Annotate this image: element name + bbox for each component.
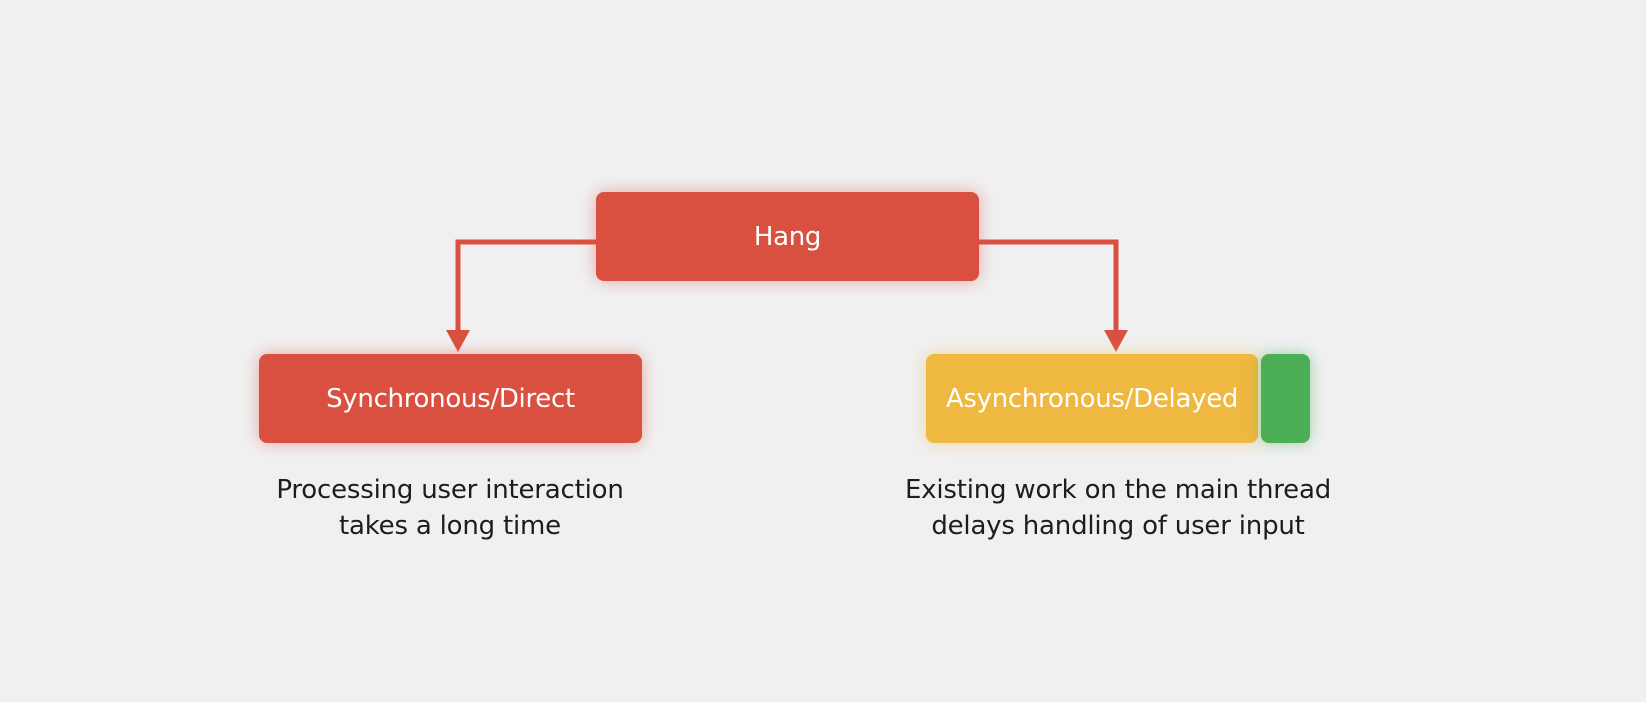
hang-node: Hang — [596, 192, 979, 281]
asynchronous-description: Existing work on the main thread delays … — [904, 475, 1332, 541]
arrowhead-synchronous — [446, 330, 470, 352]
arrow-to-asynchronous — [979, 239, 1119, 334]
user-input-block — [1261, 354, 1310, 443]
arrowhead-asynchronous — [1104, 330, 1128, 352]
hang-label: Hang — [753, 221, 822, 252]
synchronous-direct-node: Synchronous/Direct — [259, 354, 642, 443]
asynchronous-delayed-label: Asynchronous/Delayed — [945, 383, 1239, 414]
synchronous-direct-label: Synchronous/Direct — [326, 383, 575, 414]
asynchronous-delayed-node: Asynchronous/Delayed — [926, 354, 1258, 443]
arrow-to-synchronous — [455, 239, 596, 334]
synchronous-description: Processing user interaction takes a long… — [276, 475, 624, 541]
